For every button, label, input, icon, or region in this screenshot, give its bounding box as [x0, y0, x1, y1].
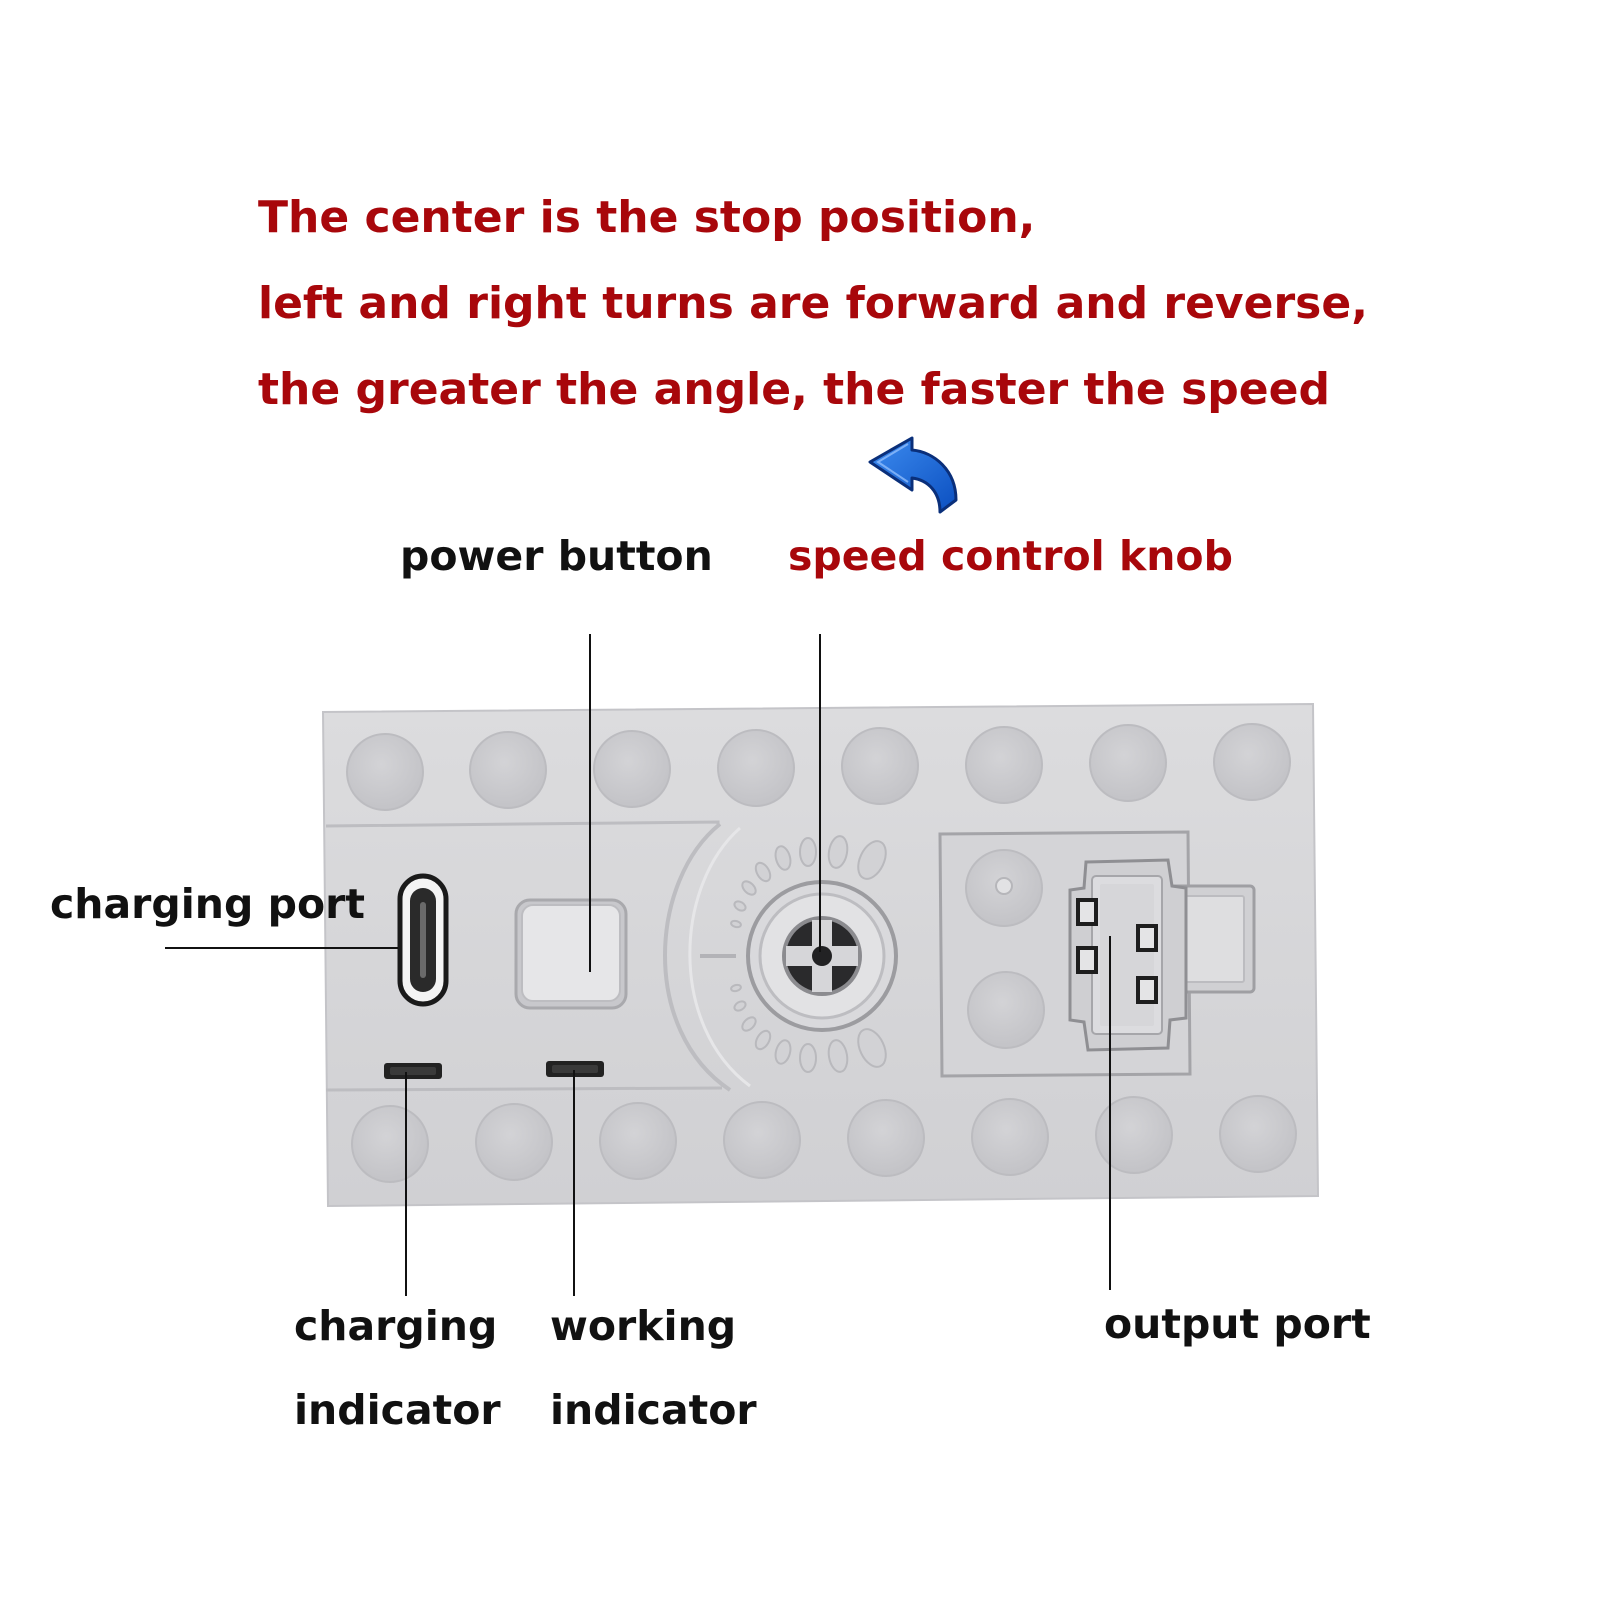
- stud: [1089, 724, 1167, 802]
- stud: [346, 733, 424, 811]
- stud: [1095, 1096, 1173, 1174]
- stud: [593, 730, 671, 808]
- stud: [723, 1101, 801, 1179]
- stud: [967, 971, 1045, 1049]
- speed-control-knob-label: speed control knob: [788, 532, 1233, 580]
- working-indicator-icon: [546, 1061, 604, 1077]
- instruction-line-3: the greater the angle, the faster the sp…: [258, 364, 1330, 415]
- stud: [469, 731, 547, 809]
- instruction-line-1: The center is the stop position,: [258, 192, 1036, 243]
- stud: [841, 727, 919, 805]
- output-port-label: output port: [1104, 1300, 1371, 1348]
- bottom-stud-row: [351, 1095, 1297, 1183]
- working-indicator-label-line-2: indicator: [550, 1386, 757, 1434]
- power-button-label: power button: [400, 532, 713, 580]
- charging-port-label: charging port: [50, 880, 365, 928]
- stud: [351, 1105, 429, 1183]
- curved-arrow-icon: [868, 436, 958, 514]
- charging-indicator-label-line-2: indicator: [294, 1386, 501, 1434]
- stud: [965, 726, 1043, 804]
- instruction-line-2: left and right turns are forward and rev…: [258, 278, 1368, 329]
- stud: [847, 1099, 925, 1177]
- charging-indicator-label-line-1: charging: [294, 1302, 498, 1350]
- speed-control-knob-icon: [700, 835, 898, 1073]
- power-button-icon: [514, 898, 628, 1010]
- stud: [475, 1103, 553, 1181]
- stud: [1213, 723, 1291, 801]
- stud: [717, 729, 795, 807]
- stud: [971, 1098, 1049, 1176]
- top-stud-row: [346, 723, 1291, 811]
- stud: [1219, 1095, 1297, 1173]
- leader-lines: [165, 634, 1111, 1296]
- charging-port-icon: [397, 873, 449, 1007]
- charging-indicator-icon: [384, 1063, 442, 1079]
- working-indicator-label-line-1: working: [550, 1302, 737, 1350]
- stud: [599, 1102, 677, 1180]
